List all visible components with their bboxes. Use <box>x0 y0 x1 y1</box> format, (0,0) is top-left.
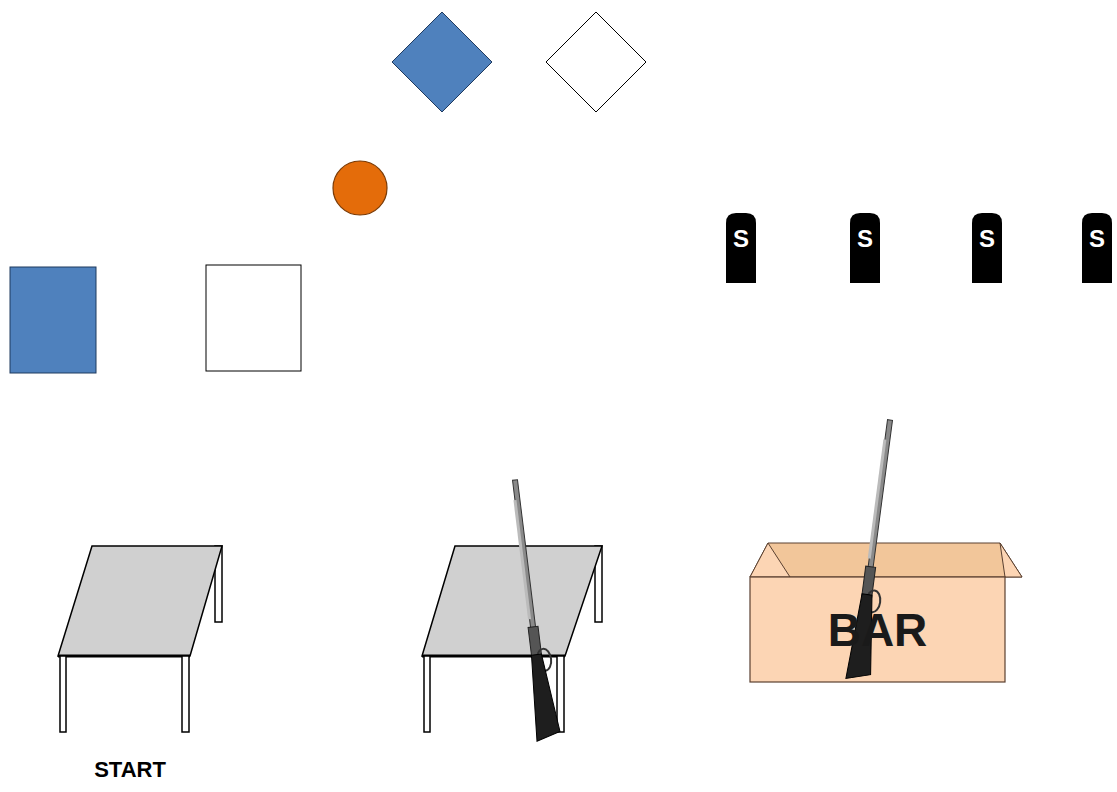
white-square <box>206 265 301 371</box>
marker-post: S <box>1082 213 1112 283</box>
marker-body <box>850 213 880 283</box>
marker-body <box>972 213 1002 283</box>
box-text: BAR <box>828 607 928 653</box>
marker-letter: S <box>1089 227 1105 251</box>
table-symbol <box>422 546 602 732</box>
marker-letter: S <box>979 227 995 251</box>
marker-post: S <box>972 213 1002 283</box>
table-symbol <box>58 546 222 732</box>
marker-letter: S <box>857 227 873 251</box>
box-symbol <box>750 543 1022 682</box>
rifle-symbol <box>505 478 561 741</box>
marker-post: S <box>726 213 756 283</box>
white-diamond <box>546 12 646 112</box>
marker-body <box>726 213 756 283</box>
blue-square <box>10 267 96 373</box>
start-label: START <box>94 757 166 783</box>
box-label-area: BAR <box>750 577 1005 682</box>
marker-post: S <box>850 213 880 283</box>
marker-letter: S <box>733 227 749 251</box>
marker-body <box>1082 213 1112 283</box>
blue-diamond <box>392 12 492 112</box>
orange-circle <box>333 161 387 215</box>
